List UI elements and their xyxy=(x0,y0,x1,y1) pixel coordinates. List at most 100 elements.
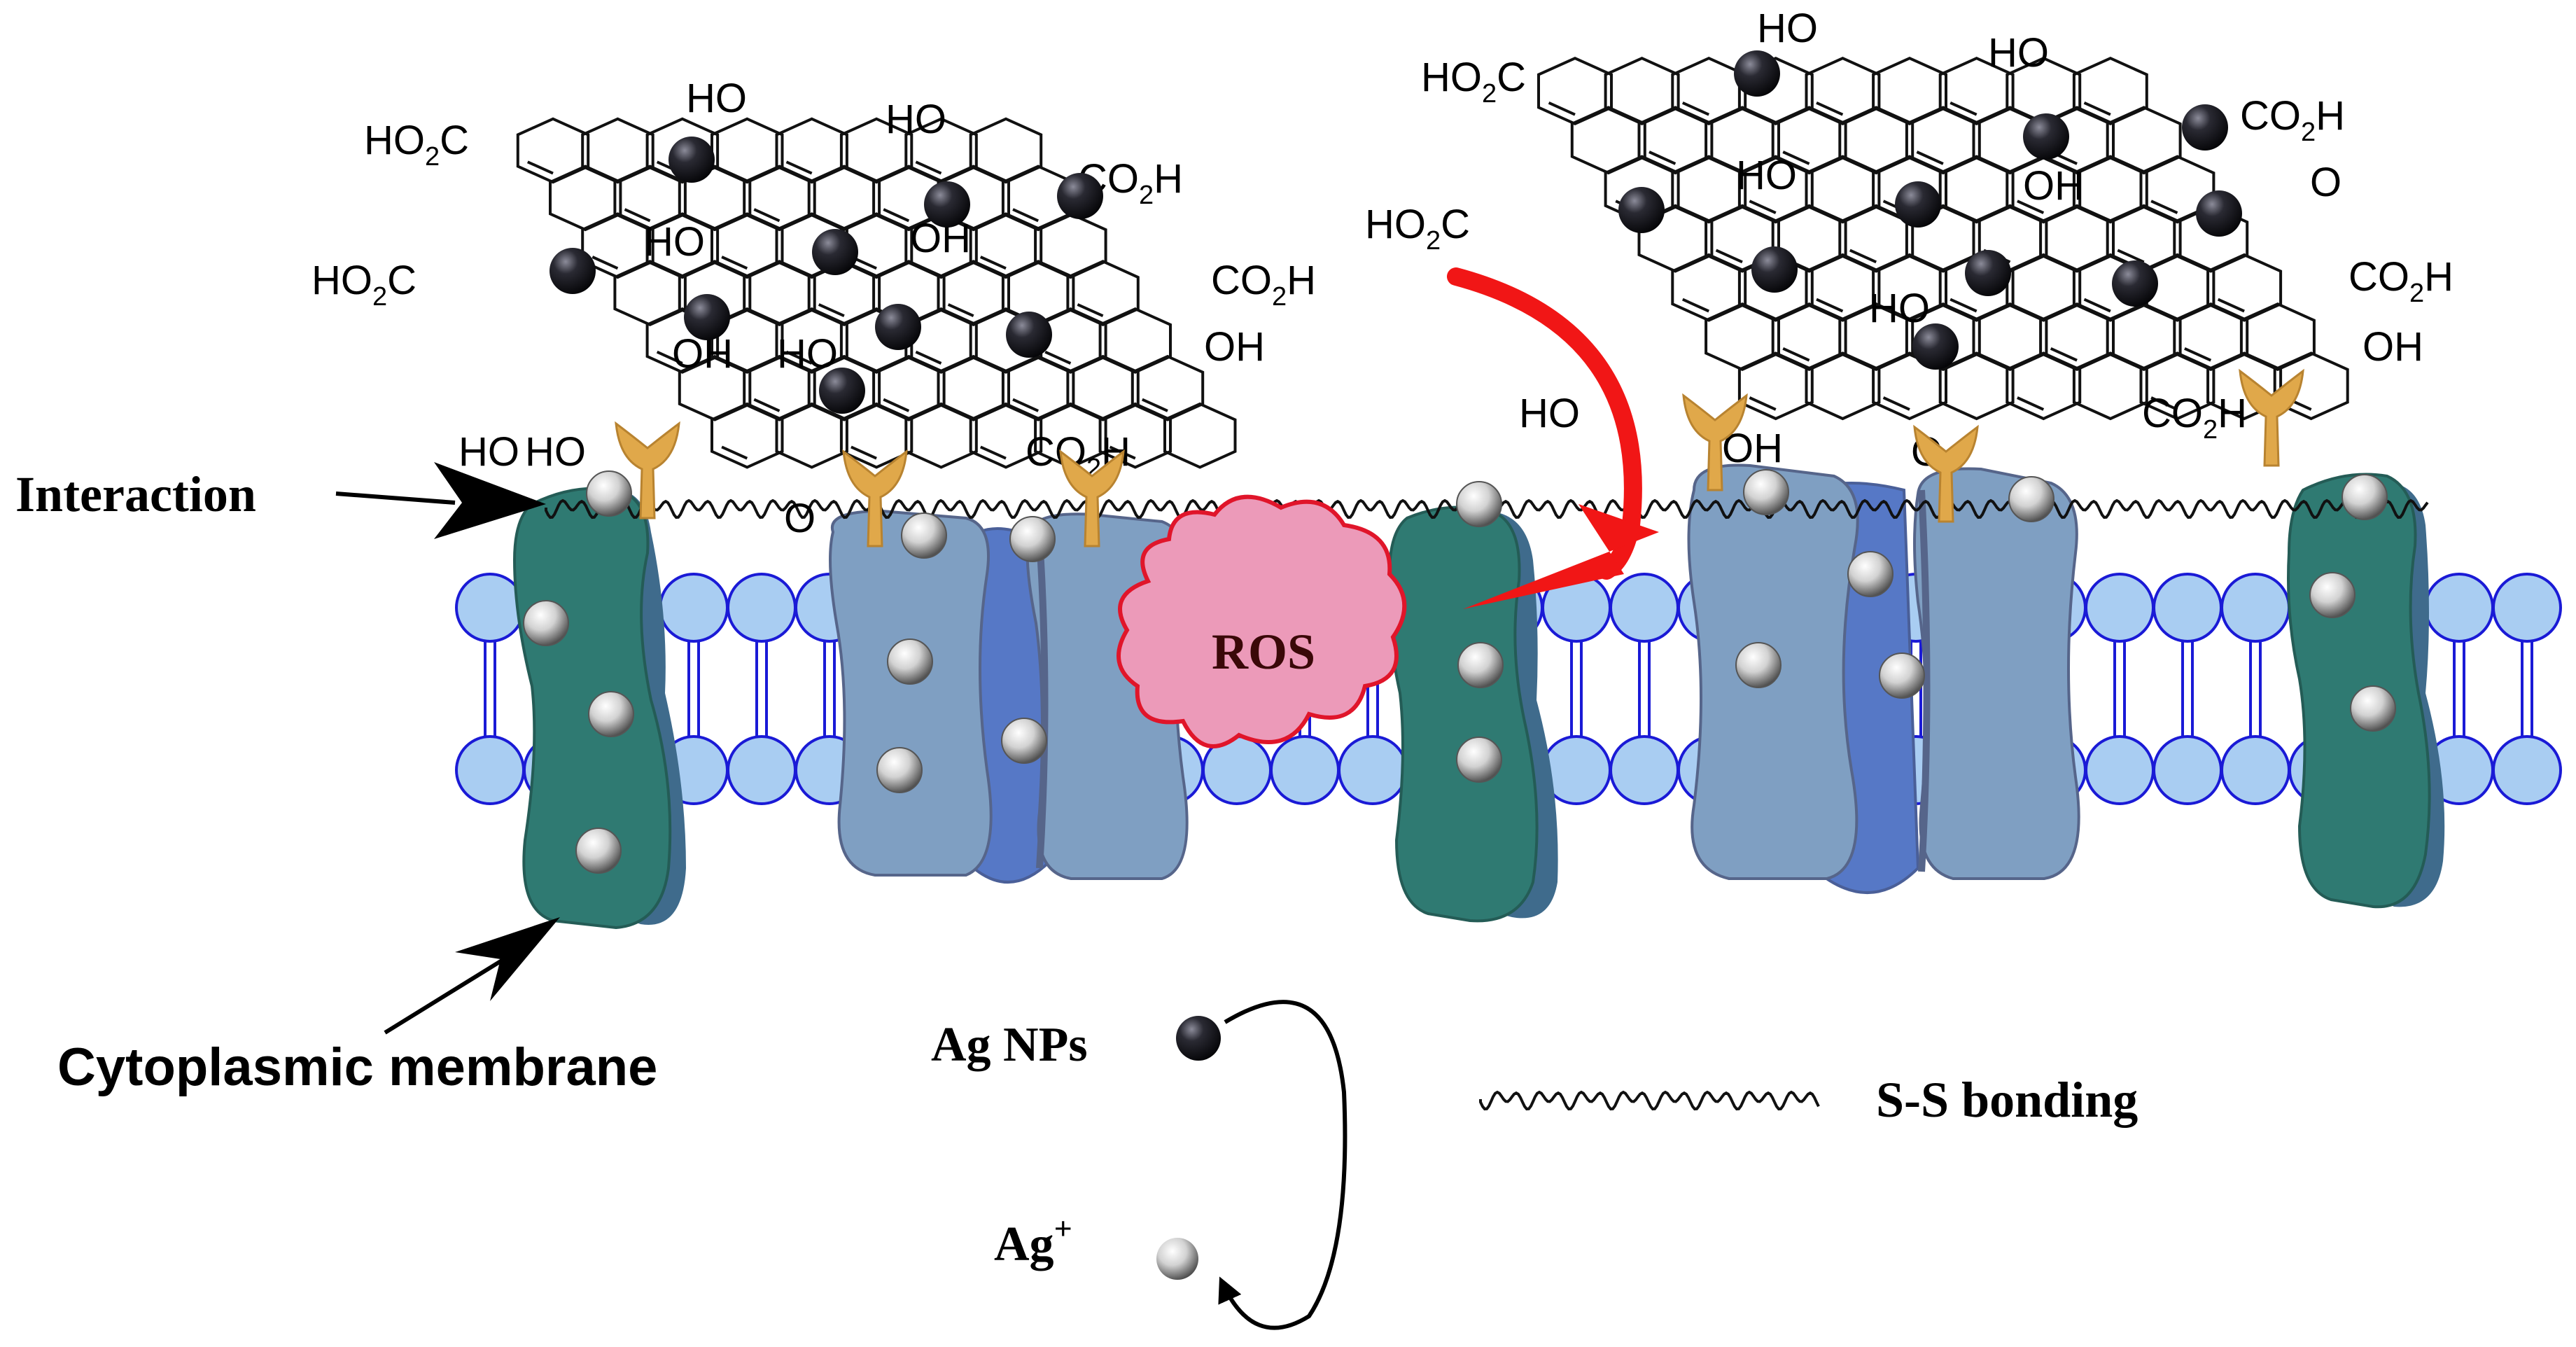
group-text-part: HO xyxy=(1869,286,1930,331)
y-receptor xyxy=(842,449,908,547)
lipid-head-outer xyxy=(727,573,797,643)
ag-ion-symbol: Ag xyxy=(994,1217,1054,1271)
carbon-ring xyxy=(775,402,848,469)
group-text-part: O xyxy=(2310,160,2342,205)
functional-group-epoxide-o: O xyxy=(2310,160,2342,205)
lipid-tail-pair xyxy=(2181,634,2194,746)
carbon-ring xyxy=(1570,106,1646,175)
carbon-ring xyxy=(1938,155,2015,224)
ag-ion-particle xyxy=(1001,718,1047,764)
surface-receptors xyxy=(615,368,2304,547)
red-transfer-arrow xyxy=(1447,267,1659,609)
cytoplasmic-membrane-label: Cytoplasmic membrane xyxy=(57,1038,657,1097)
group-text-part: O xyxy=(784,496,816,541)
functional-group-ho-bl: HO xyxy=(1519,391,1580,436)
lipid-tail-pair xyxy=(2453,634,2465,746)
carbon-ring xyxy=(743,260,816,326)
ros-label: ROS xyxy=(1212,624,1315,680)
ag-nanoparticle xyxy=(875,304,921,350)
ag-ion-particle xyxy=(1009,516,1056,562)
group-text-part: H xyxy=(2424,254,2454,300)
group-text-part: HO xyxy=(1736,153,1797,198)
ss-bonding-label: S-S bonding xyxy=(1876,1072,2138,1128)
functional-group-ho2c-left: HO2C xyxy=(1365,202,1470,256)
ag-nanoparticle xyxy=(2182,104,2228,151)
group-text-part: C xyxy=(1497,55,1526,100)
group-text-part: 2 xyxy=(2203,415,2218,445)
functional-group-ho-mid: HO xyxy=(1736,153,1797,198)
carbon-ring xyxy=(969,117,1043,184)
carbon-ring xyxy=(2106,302,2182,371)
lipid-tail-pair xyxy=(484,634,496,746)
channel-seam xyxy=(1918,489,1931,872)
ag-nanoparticle xyxy=(1734,50,1780,97)
carbon-ring xyxy=(1938,351,2015,421)
lipid-head-inner xyxy=(1609,735,1679,805)
group-text-part: CO xyxy=(2240,93,2301,139)
ros-cloud: ROS xyxy=(1116,494,1407,748)
carbon-ring xyxy=(1034,402,1107,469)
ag-nps-label: Ag NPs xyxy=(931,1018,1088,1072)
ros-cloud-shape xyxy=(1116,494,1407,748)
group-text-part: 2 xyxy=(2301,118,2316,147)
lipid-head-outer xyxy=(659,573,729,643)
group-text-part: C xyxy=(387,258,416,303)
group-text-part: 2 xyxy=(1426,226,1441,256)
group-text-part: HO xyxy=(312,258,372,303)
membrane-pointer-arrow xyxy=(384,917,560,1035)
functional-group-ho-low: HO xyxy=(777,331,838,377)
group-text-part: HO xyxy=(1988,30,2049,76)
lipid-head-inner xyxy=(1270,735,1340,805)
group-text-part: H xyxy=(1287,258,1316,303)
carbon-ring xyxy=(807,165,881,232)
carbon-ring xyxy=(581,117,654,184)
ag-ion-particle xyxy=(1457,642,1504,688)
legend-ss-bonding: S-S bonding xyxy=(1479,1072,2138,1128)
carbon-ring xyxy=(1872,351,1947,421)
ag-nanoparticle xyxy=(819,368,865,414)
ag-nanoparticle xyxy=(550,248,596,294)
group-text-part: HO xyxy=(644,219,705,265)
carbon-ring xyxy=(1034,212,1107,279)
ag-ion-particle xyxy=(2008,476,2054,522)
lipid-tail-pair xyxy=(2113,634,2126,746)
group-text-part: HO xyxy=(1757,6,1818,51)
particles xyxy=(523,50,2396,874)
carbon-ring xyxy=(2106,106,2182,175)
group-text-part: HO xyxy=(1519,391,1580,436)
lipid-head-outer xyxy=(2220,573,2290,643)
ag-nanoparticle xyxy=(2196,190,2242,237)
functional-group-ho-top: HO xyxy=(1757,6,1818,51)
carbon-ring xyxy=(1098,307,1172,374)
ag-ion-legend-sphere xyxy=(1156,1238,1198,1280)
functional-group-co2h-right: CO2H xyxy=(2348,254,2454,308)
y-receptor xyxy=(615,421,680,519)
ag-ion-particle xyxy=(1456,737,1502,783)
carbon-ring xyxy=(2039,204,2115,273)
y-receptor xyxy=(1059,449,1125,547)
ag-cycle-arrow xyxy=(1218,1000,1348,1330)
ag-nanoparticle xyxy=(1895,181,1941,228)
channel-protein-1 xyxy=(829,509,1189,884)
ag-nanoparticle xyxy=(1006,312,1052,358)
functional-group-ho-bl: HO xyxy=(458,429,519,475)
carbon-ring xyxy=(969,402,1043,469)
carbon-ring xyxy=(1872,57,1947,125)
group-text-part: 2 xyxy=(1139,181,1154,210)
group-text-part: 2 xyxy=(1482,79,1497,109)
ag-nanoparticle xyxy=(1912,323,1959,370)
carbon-ring xyxy=(2239,302,2316,371)
functional-group-oh-right: OH xyxy=(1204,324,1265,370)
ag-ion-particle xyxy=(1879,652,1925,699)
ag-ion-particle xyxy=(586,470,632,517)
functional-group-co2h-bot: CO2H xyxy=(2142,391,2247,445)
group-text-part: H xyxy=(2218,391,2247,436)
lipid-tail-pair xyxy=(823,634,836,746)
legend-ag-cycle: Ag NPs Ag+ xyxy=(931,1000,1348,1330)
lipid-head-outer xyxy=(2152,573,2222,643)
carbon-ring xyxy=(1671,155,1747,224)
ag-nanoparticle xyxy=(812,229,858,275)
functional-group-ho-mid: HO xyxy=(644,219,705,265)
ag-ion-particle xyxy=(2350,685,2396,732)
